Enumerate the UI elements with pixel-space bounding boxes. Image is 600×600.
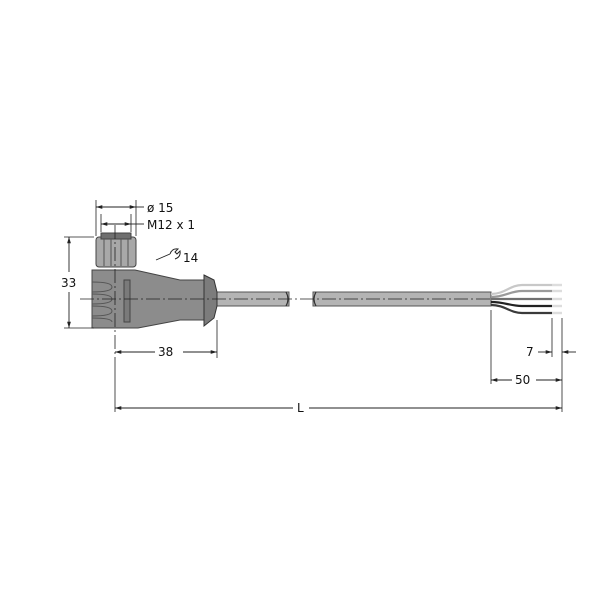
diameter-label: ø 15 <box>147 201 173 215</box>
total-length-label: L <box>297 401 304 415</box>
strip-length-label: 7 <box>526 345 534 359</box>
jacket-strip-label: 50 <box>515 373 530 387</box>
wrench-size-label: 14 <box>183 251 198 265</box>
coupling-nut <box>95 236 137 268</box>
center-lines <box>80 225 490 360</box>
height-label: 33 <box>61 276 76 290</box>
body-length-label: 38 <box>158 345 173 359</box>
connector-body <box>91 232 218 329</box>
wrench-icon <box>169 248 181 260</box>
thread-label: M12 x 1 <box>147 218 195 232</box>
wire-ends <box>490 283 562 315</box>
dimension-lines <box>67 205 576 410</box>
